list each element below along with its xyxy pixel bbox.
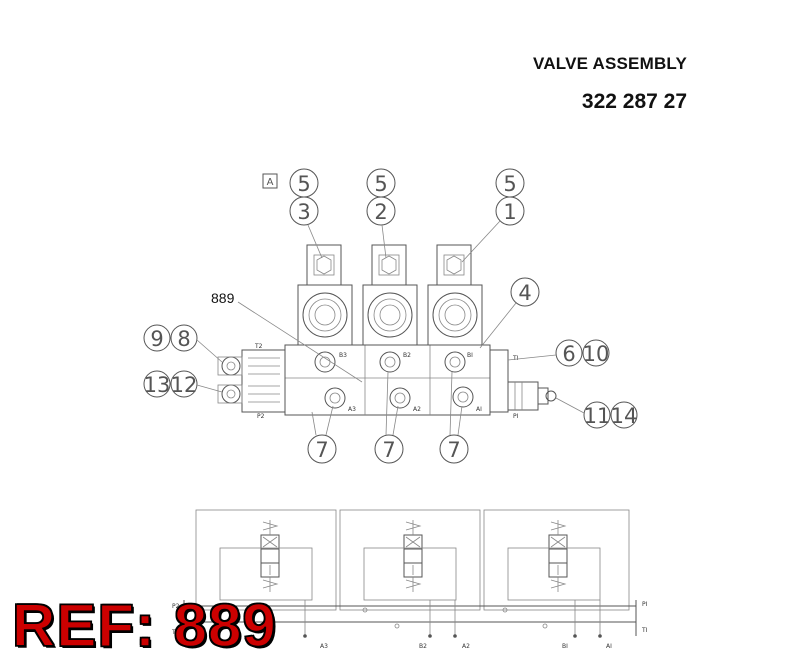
solenoid-valve-2	[362, 244, 418, 346]
part-number: 322 287 27	[581, 90, 687, 113]
port-label-t1: TI	[512, 355, 519, 362]
view-marker-label: A	[267, 177, 274, 188]
callout-7-a2: 7	[382, 438, 395, 462]
leader-label-889: 889	[211, 290, 235, 306]
callout-11: 11	[584, 404, 611, 428]
callout-7-a1: 7	[447, 438, 460, 462]
callout-9: 9	[150, 327, 163, 351]
callout-10: 10	[583, 342, 610, 366]
port-label-t2: T2	[254, 343, 263, 350]
callout-7-a3: 7	[315, 438, 328, 462]
callout-3: 3	[297, 200, 310, 224]
port-label-p2: P2	[257, 413, 265, 420]
solenoid-valve-3	[297, 244, 353, 346]
view-marker-box	[262, 173, 278, 189]
port-label-a1: AI	[476, 406, 482, 413]
balloon-callouts: 5 3 5 2 5 1 4 9 8	[143, 168, 638, 464]
port-fitting-right	[545, 390, 557, 402]
drawing-title: VALVE ASSEMBLY	[533, 54, 687, 73]
schematic-port-a1: AI	[606, 643, 612, 650]
schematic-port-p1: PI	[642, 601, 648, 608]
callout-6: 6	[562, 342, 575, 366]
callout-4: 4	[518, 281, 531, 305]
callout-12: 12	[171, 373, 198, 397]
callout-14: 14	[611, 404, 638, 428]
callout-5-valve3: 5	[297, 172, 310, 196]
schematic-port-b2: B2	[419, 643, 427, 650]
ref-label: REF: 889	[11, 592, 277, 659]
schematic-port-a2: A2	[462, 643, 470, 650]
spool-valve-symbol-3	[507, 520, 601, 601]
hydraulic-schematic: P2 T2 PI TI A3 B2 A2 BI AI	[171, 509, 648, 650]
schematic-port-b1: BI	[562, 643, 568, 650]
left-end-fittings	[241, 349, 286, 413]
port-label-b1: BI	[467, 352, 473, 359]
schematic-port-t1: TI	[641, 627, 648, 634]
port-fitting-left-top	[221, 356, 241, 376]
port-label-a2: A2	[413, 406, 421, 413]
work-ports	[314, 351, 474, 409]
port-fitting-left-bottom	[221, 384, 241, 404]
callout-1: 1	[503, 200, 516, 224]
callout-5-valve2: 5	[374, 172, 387, 196]
port-label-b3: B3	[339, 352, 347, 359]
right-end-plate	[489, 349, 509, 413]
callout-8: 8	[177, 327, 190, 351]
port-label-p1: PI	[513, 413, 519, 420]
schematic-port-p2: P2	[172, 603, 180, 610]
callout-2: 2	[374, 200, 387, 224]
callout-5-valve1: 5	[503, 172, 516, 196]
schematic-port-a3: A3	[320, 643, 328, 650]
spool-valve-symbol-2	[363, 520, 457, 601]
assembly-view: A	[143, 168, 638, 464]
right-fitting	[507, 381, 539, 411]
spool-valve-symbol-1	[219, 520, 313, 601]
port-label-a3: A3	[348, 406, 356, 413]
schematic-port-t2: T2	[171, 629, 180, 636]
callout-13: 13	[144, 373, 171, 397]
port-label-b2: B2	[403, 352, 411, 359]
solenoid-valve-1	[427, 244, 483, 346]
